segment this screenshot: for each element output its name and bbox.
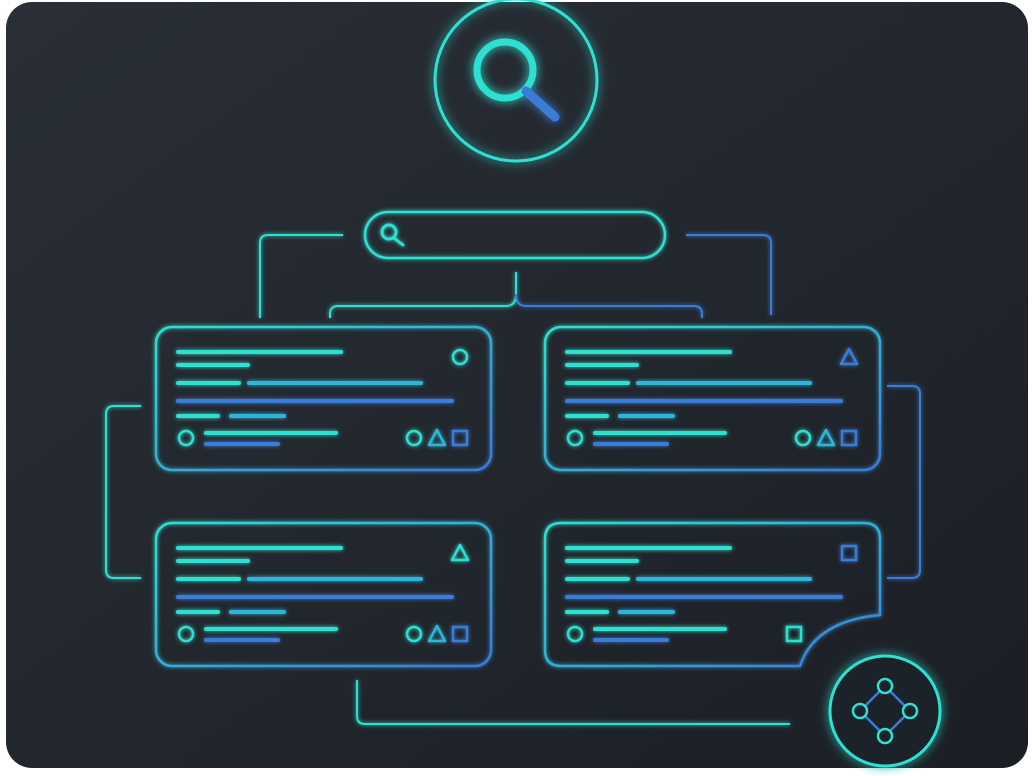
card-footer-square-icon — [451, 429, 469, 447]
result-card-bottom-right[interactable] — [543, 521, 882, 668]
card-footer-triangle-icon — [427, 624, 447, 643]
card-footer-circle-icon — [405, 429, 423, 447]
card-footer-triangle-icon — [427, 428, 447, 447]
card-corner-circle-icon — [451, 348, 469, 366]
connector-search-right — [686, 234, 772, 315]
network-nodes-icon — [828, 654, 942, 768]
background-panel — [6, 2, 1028, 768]
connector-bracket-right — [515, 293, 703, 318]
connector-bracket — [329, 272, 517, 318]
connector-left-side — [105, 405, 141, 579]
card-footer-circle-icon — [405, 625, 423, 643]
connector-right-side — [887, 385, 921, 579]
card-footer-left-circle-icon — [177, 625, 195, 643]
card-footer-square-icon — [785, 625, 803, 643]
card-corner-square-icon — [840, 544, 858, 562]
search-icon — [380, 223, 405, 247]
search-bar[interactable] — [363, 210, 667, 260]
card-footer-left-circle-icon — [566, 625, 584, 643]
card-footer-left-circle-icon — [566, 429, 584, 447]
card-frame — [154, 325, 493, 472]
card-corner-triangle-icon — [450, 543, 470, 562]
card-footer-triangle-icon — [816, 428, 836, 447]
result-card-bottom-left[interactable] — [154, 521, 493, 668]
card-footer-circle-icon — [794, 429, 812, 447]
card-footer-square-icon — [840, 429, 858, 447]
card-footer-left-circle-icon — [177, 429, 195, 447]
card-corner-triangle-icon — [839, 347, 859, 366]
card-frame — [543, 325, 882, 472]
card-frame — [543, 521, 882, 668]
connector-bottom — [356, 680, 790, 725]
result-cards — [154, 325, 882, 668]
result-card-top-right[interactable] — [543, 325, 882, 472]
hero-magnifier-icon — [433, 0, 599, 163]
result-card-top-left[interactable] — [154, 325, 493, 472]
card-footer-square-icon — [451, 625, 469, 643]
connector-search-left — [259, 234, 343, 318]
card-frame — [154, 521, 493, 668]
connector-lines — [105, 234, 921, 725]
